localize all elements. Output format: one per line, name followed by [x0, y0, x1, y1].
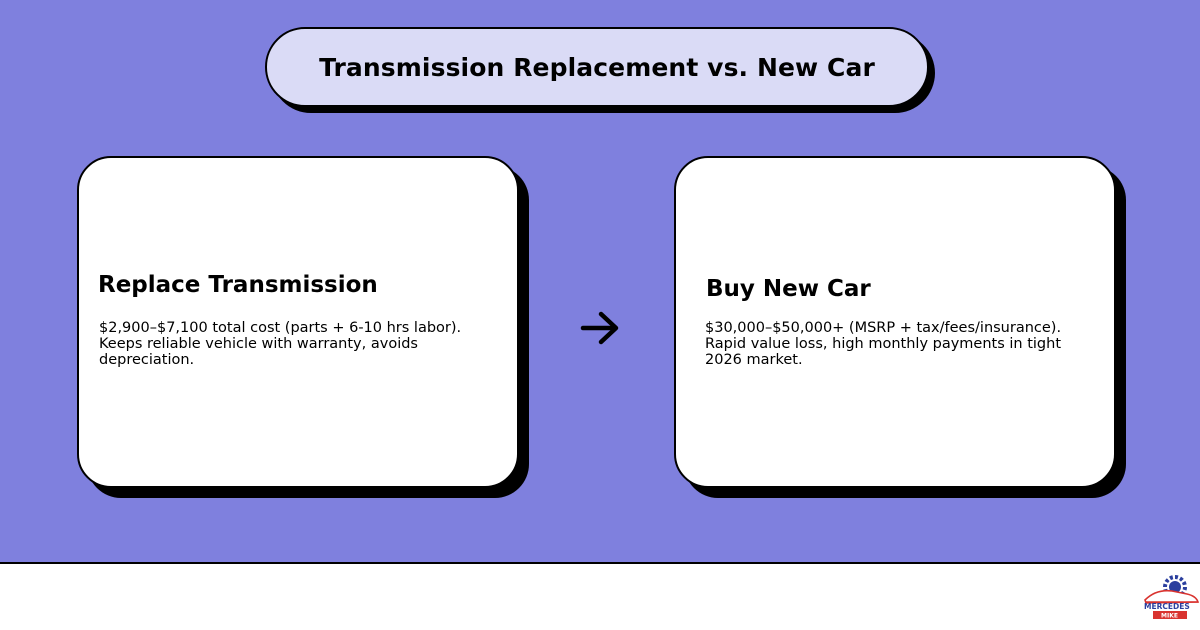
option-card-description: $2,900–$7,100 total cost (parts + 6-10 h… [99, 320, 489, 368]
option-card-detail-line: Keeps reliable vehicle with warranty, av… [99, 336, 418, 368]
option-card-replace-transmission: Replace Transmission $2,900–$7,100 total… [77, 156, 519, 488]
title-banner: Transmission Replacement vs. New Car [265, 27, 929, 107]
option-card-buy-new-car: Buy New Car $30,000–$50,000+ (MSRP + tax… [674, 156, 1116, 488]
option-card-detail-line: Rapid value loss, high monthly payments … [705, 336, 1062, 368]
option-card-title: Buy New Car [706, 276, 871, 302]
arrow-right-icon [580, 311, 619, 345]
option-card-description: $30,000–$50,000+ (MSRP + tax/fees/insura… [705, 320, 1095, 368]
diagram-canvas: Transmission Replacement vs. New Car Rep… [0, 0, 1200, 564]
option-card-cost-line: $30,000–$50,000+ (MSRP + tax/fees/insura… [705, 320, 1062, 336]
brand-logo: MERCEDES MIKE [1142, 572, 1200, 620]
option-card-cost-line: $2,900–$7,100 total cost (parts + 6-10 h… [99, 320, 462, 336]
option-card-title: Replace Transmission [98, 272, 378, 298]
logo-subwordmark: MIKE [1161, 613, 1178, 620]
logo-wordmark: MERCEDES [1144, 602, 1190, 611]
diagram-title: Transmission Replacement vs. New Car [319, 52, 875, 82]
